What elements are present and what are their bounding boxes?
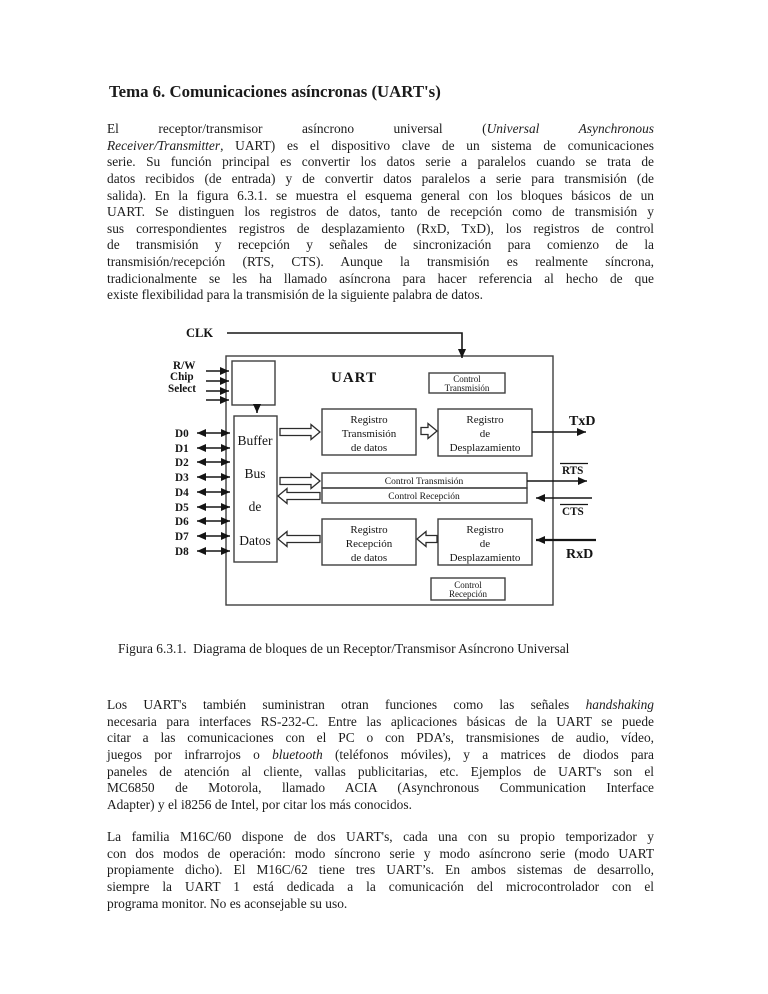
- figure-caption: Figura 6.3.1. Diagrama de bloques de un …: [118, 641, 570, 656]
- ctrlrx-to-buffer-arrow: [276, 487, 321, 505]
- regtx-to-desp-arrow: [420, 422, 439, 440]
- paragraph-intro: El receptor/transmisor asíncrono univers…: [107, 121, 654, 304]
- reg-rx-line1: Registro: [350, 524, 388, 536]
- d1-label: D1: [175, 443, 189, 455]
- paragraph-applications: Los UART's también suministran otran fun…: [107, 697, 654, 813]
- text-line: citar a las comunicaciones con el PC o c…: [107, 730, 654, 746]
- buffer-label-1: Buffer: [238, 433, 273, 448]
- desp-to-regrx-arrow: [415, 530, 438, 548]
- reg-desp-bottom-line1: Registro: [466, 524, 504, 536]
- control-rx-bottom-line2: Recepción: [449, 589, 487, 599]
- rw-label: R/W: [173, 360, 196, 372]
- control-rx-bottom-line1: Control: [454, 580, 482, 590]
- text-line: existe flexibilidad para la transmisión …: [107, 287, 483, 303]
- buffer-label-4: Datos: [239, 533, 271, 548]
- reg-tx-line1: Registro: [350, 414, 388, 426]
- d0-label: D0: [175, 428, 189, 440]
- page-title: Tema 6. Comunicaciones asíncronas (UART'…: [109, 82, 441, 101]
- reg-rx-line3: de datos: [351, 552, 387, 564]
- text-line: La familia M16C/60 dispone de dos UART's…: [107, 829, 654, 844]
- clk-signal-arrow: [227, 332, 467, 358]
- text-line: datos recibidos (de entrada) y de conver…: [107, 170, 654, 186]
- text-line: sus correspondientes registros de despla…: [107, 220, 654, 236]
- reg-tx-line3: de datos: [351, 442, 387, 454]
- text-line: Adapter) y el i8256 de Intel, por citar …: [107, 796, 412, 812]
- control-rx-long-label: Control Recepción: [388, 492, 460, 502]
- d6-label: D6: [175, 516, 189, 528]
- reg-desp-bottom-line2: de: [480, 538, 491, 550]
- d3-label: D3: [175, 472, 189, 484]
- reg-rx-line2: Recepción: [346, 538, 393, 550]
- text-line: necesaria para interfaces RS-232-C. Entr…: [107, 713, 654, 729]
- uart-title-label: UART: [331, 370, 377, 386]
- buffer-label-2: Bus: [244, 466, 265, 481]
- text-line: propiamente dicho). El M16C/62 tiene tre…: [107, 862, 654, 878]
- control-rx-long-box: [321, 487, 528, 504]
- reg-desp-bottom-box: [437, 518, 533, 566]
- text-line: de transmisión y recepción y señales de …: [107, 237, 654, 253]
- reg-desp-top-line2: de: [480, 428, 491, 440]
- txd-label: TxD: [569, 414, 595, 429]
- buffer-to-ctrltx-arrow: [279, 472, 322, 490]
- paragraph-m16c: La familia M16C/60 dispone de dos UART's…: [107, 829, 654, 912]
- text-line: Receiver/Transmitter, UART) es el dispos…: [107, 137, 654, 153]
- text-line: con dos modos de operación: modo síncron…: [107, 845, 654, 861]
- buffer-label-3: de: [249, 499, 262, 514]
- uart-block-diagram: CLK R/W Chip Select UART D0 D1 D2 D3 D4 …: [168, 326, 596, 606]
- text-line: tradicionalmente se les ha llamado asínc…: [107, 270, 654, 286]
- reg-desp-bottom-line3: Desplazamiento: [450, 552, 521, 564]
- buffer-bus-box: [233, 415, 278, 563]
- cts-label: CTS: [562, 506, 584, 518]
- reg-tx-line2: Transmisión: [342, 428, 397, 440]
- text-line: juegos por infrarrojos o bluetooth (telé…: [107, 746, 654, 762]
- regrx-to-buffer-arrow: [276, 530, 321, 548]
- text-line: paneles de atención al cliente, vallas p…: [107, 763, 654, 779]
- control-tx-top-line2: Transmisión: [445, 383, 490, 393]
- reg-desp-top-line1: Registro: [466, 414, 504, 426]
- reg-desp-top-line3: Desplazamiento: [450, 442, 521, 454]
- d8-label: D8: [175, 546, 189, 558]
- clk-label: CLK: [186, 326, 213, 340]
- text-line: programa monitor. No es aconsejable su u…: [107, 895, 348, 911]
- reg-tx-box: [321, 408, 417, 456]
- d5-label: D5: [175, 502, 189, 514]
- buffer-to-regtx-arrow: [279, 423, 322, 441]
- reg-rx-box: [321, 518, 417, 566]
- text-line: salida). En la figura 6.3.1. se muestra …: [107, 187, 654, 203]
- rxd-label: RxD: [566, 547, 593, 562]
- control-tx-long-label: Control Transmisión: [385, 477, 464, 487]
- chip-label: Chip: [170, 371, 194, 383]
- d2-label: D2: [175, 457, 189, 469]
- rts-label: RTS: [562, 465, 583, 477]
- text-line: serie. Su función principal es convertir…: [107, 154, 654, 170]
- control-tx-top-box: [428, 372, 506, 394]
- text-line: Los UART's también suministran otran fun…: [107, 697, 654, 712]
- text-line: El receptor/transmisor asíncrono univers…: [107, 121, 654, 136]
- text-line: MC6850 de Motorola, llamado ACIA (Asynch…: [107, 780, 654, 796]
- text-line: UART. Se distinguen los registros de dat…: [107, 204, 654, 220]
- text-line: siempre la UART 1 está dedicada a la com…: [107, 878, 654, 894]
- control-tx-top-line1: Control: [453, 374, 481, 384]
- chip-select-box: [231, 360, 276, 406]
- d7-label: D7: [175, 531, 189, 543]
- control-rx-bottom-box: [430, 577, 506, 601]
- select-label: Select: [168, 383, 196, 395]
- d4-label: D4: [175, 487, 189, 499]
- text-line: transmisión/recepción (RTS, CTS). Aunque…: [107, 254, 654, 270]
